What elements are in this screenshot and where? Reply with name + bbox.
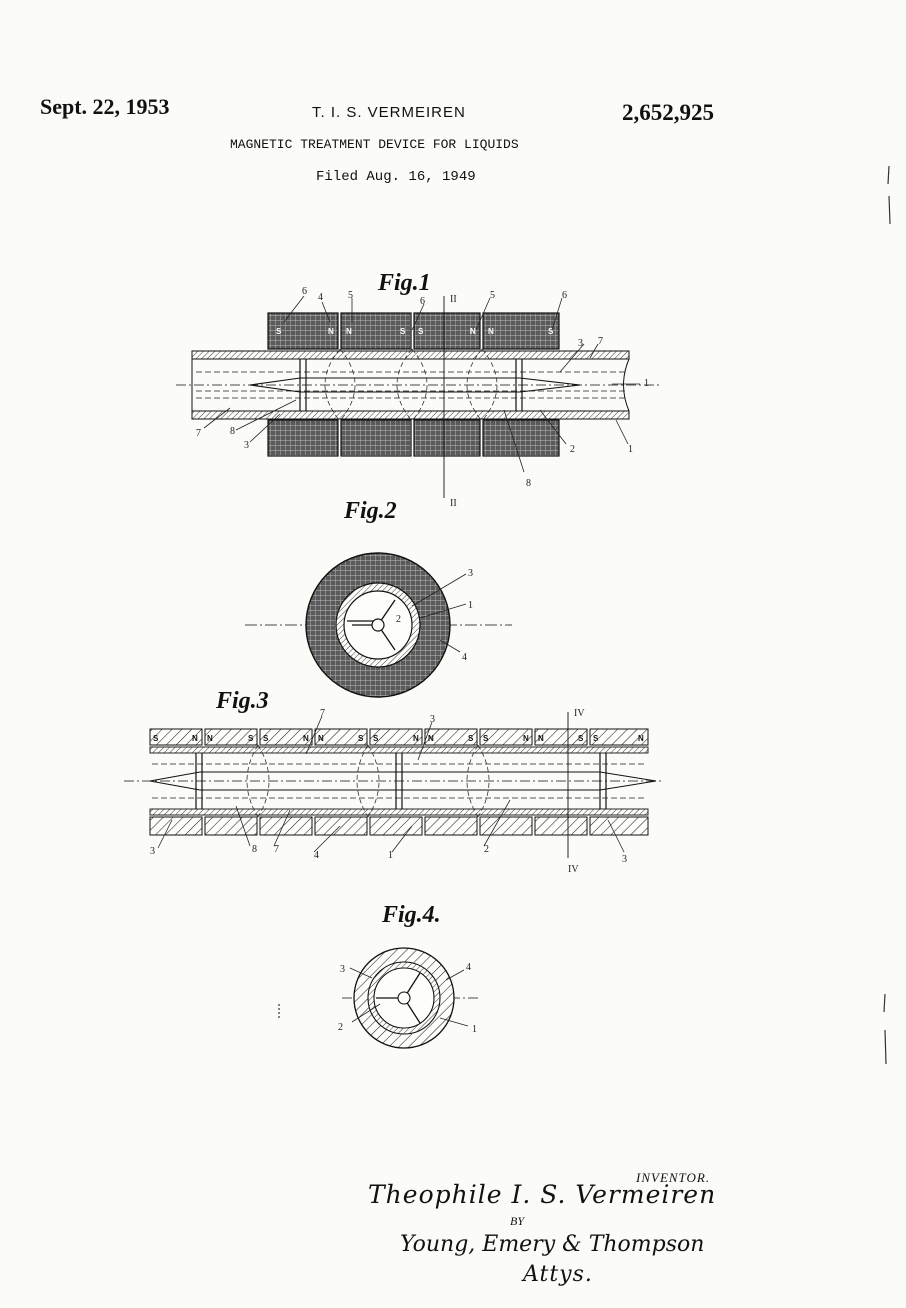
svg-text:4: 4	[314, 850, 319, 861]
by-label: BY	[510, 1214, 525, 1228]
svg-text:S: S	[248, 734, 254, 743]
svg-text:N: N	[192, 734, 198, 743]
svg-text:S: S	[418, 327, 424, 336]
svg-text:N: N	[303, 734, 309, 743]
svg-text:N: N	[346, 327, 352, 336]
svg-text:2: 2	[338, 1022, 343, 1033]
svg-text:N: N	[538, 734, 544, 743]
svg-text:3: 3	[150, 846, 155, 857]
svg-text:N: N	[488, 327, 494, 336]
figure-1-label: Fig.1	[377, 270, 431, 296]
svg-text:6: 6	[420, 296, 425, 307]
svg-text:2: 2	[396, 614, 401, 625]
svg-text:S: S	[276, 327, 282, 336]
svg-text:S: S	[483, 734, 489, 743]
filed-date: Filed Aug. 16, 1949	[316, 169, 476, 185]
svg-text:IV: IV	[568, 864, 579, 875]
svg-text:4: 4	[462, 652, 467, 663]
figure-4-label: Fig.4.	[381, 902, 441, 928]
inventor-name-header: T. I. S. VERMEIREN	[312, 104, 466, 121]
svg-text:II: II	[450, 498, 457, 509]
svg-text:N: N	[428, 734, 434, 743]
svg-text:3: 3	[578, 338, 583, 349]
svg-text:S: S	[548, 327, 554, 336]
figure-1-longitudinal-section: Fig.1 S N N S S N N S	[176, 270, 660, 509]
svg-text:1: 1	[472, 1024, 477, 1035]
svg-text:2: 2	[484, 844, 489, 855]
svg-text:S: S	[468, 734, 474, 743]
figure-2-label: Fig.2	[343, 498, 397, 524]
svg-text:1: 1	[468, 600, 473, 611]
figure-3-longitudinal-section: Fig.3 S N N S S N N S S N N S S N N S S …	[124, 688, 664, 875]
svg-text:8: 8	[252, 844, 257, 855]
svg-text:4: 4	[318, 292, 323, 303]
svg-text:N: N	[318, 734, 324, 743]
svg-text:1: 1	[388, 850, 393, 861]
patent-number: 2,652,925	[622, 100, 714, 125]
figure-2-cross-section: Fig.2 3 1 2 4	[245, 498, 512, 698]
svg-text:N: N	[413, 734, 419, 743]
margin-marks	[278, 165, 891, 1065]
svg-text:3: 3	[622, 854, 627, 865]
figure-3-label: Fig.3	[215, 688, 269, 714]
svg-text:2: 2	[570, 444, 575, 455]
svg-text:7: 7	[598, 336, 603, 347]
svg-text:II: II	[450, 294, 457, 305]
attorneys-signature: Young, Emery & Thompson	[400, 1232, 705, 1257]
svg-text:3: 3	[468, 568, 473, 579]
inventor-caption: INVENTOR.	[636, 1170, 711, 1185]
svg-text:S: S	[400, 327, 406, 336]
svg-text:7: 7	[320, 708, 325, 719]
svg-text:S: S	[358, 734, 364, 743]
attys-label: Attys.	[523, 1262, 593, 1287]
svg-text:3: 3	[430, 714, 435, 725]
svg-text:N: N	[207, 734, 213, 743]
svg-text:N: N	[470, 327, 476, 336]
svg-text:8: 8	[230, 426, 235, 437]
svg-text:S: S	[263, 734, 269, 743]
inventor-signature: Theophile I. S. Vermeiren	[368, 1180, 717, 1209]
svg-text:S: S	[153, 734, 159, 743]
figure-4-cross-section: Fig.4. 3 4 1 2	[338, 902, 478, 1049]
svg-text:1: 1	[644, 378, 649, 389]
svg-text:3: 3	[244, 440, 249, 451]
svg-text:7: 7	[274, 844, 279, 855]
svg-text:S: S	[593, 734, 599, 743]
svg-text:N: N	[328, 327, 334, 336]
svg-text:5: 5	[348, 290, 353, 301]
svg-text:6: 6	[562, 290, 567, 301]
svg-text:S: S	[373, 734, 379, 743]
patent-date: Sept. 22, 1953	[40, 94, 170, 119]
svg-text:3: 3	[340, 964, 345, 975]
svg-text:IV: IV	[574, 708, 585, 719]
svg-text:5: 5	[490, 290, 495, 301]
patent-title: MAGNETIC TREATMENT DEVICE FOR LIQUIDS	[230, 137, 519, 152]
svg-text:N: N	[638, 734, 644, 743]
svg-text:6: 6	[302, 286, 307, 297]
svg-text:S: S	[578, 734, 584, 743]
svg-text:8: 8	[526, 478, 531, 489]
svg-text:1: 1	[628, 444, 633, 455]
svg-text:7: 7	[196, 428, 201, 439]
svg-text:N: N	[523, 734, 529, 743]
svg-text:4: 4	[466, 962, 471, 973]
